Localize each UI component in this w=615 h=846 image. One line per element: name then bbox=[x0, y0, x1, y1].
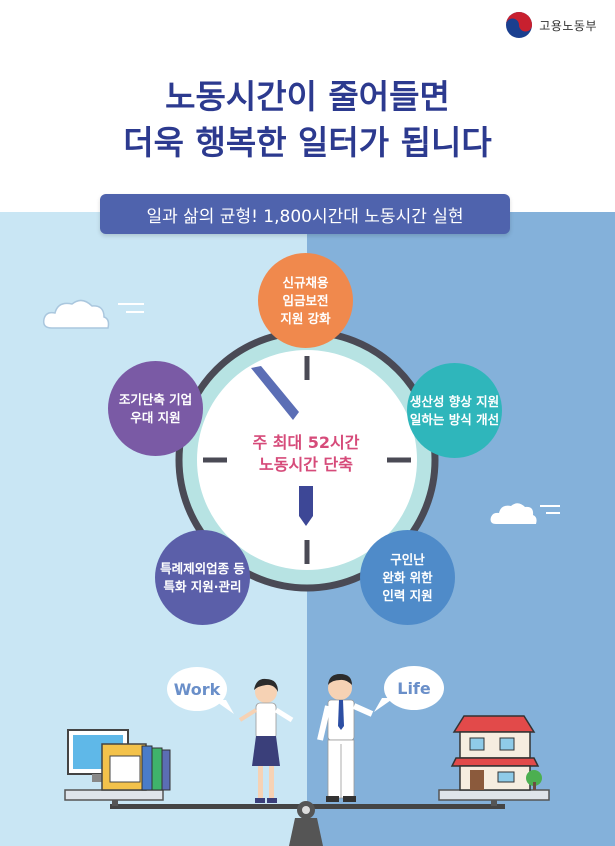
cloud-icon bbox=[490, 503, 560, 524]
headline-line-1: 노동시간이 줄어들면 bbox=[165, 77, 450, 116]
clock-center-message: 주 최대 52시간 노동시간 단축 bbox=[226, 432, 386, 476]
center-line-1: 주 최대 52시간 bbox=[252, 433, 360, 452]
bubble-text: 구인난 bbox=[390, 551, 425, 567]
life-speech-bubble: Life bbox=[384, 666, 444, 710]
woman-icon bbox=[238, 678, 294, 803]
speech-tail-icon bbox=[374, 698, 394, 712]
cloud-icon bbox=[42, 299, 144, 329]
office-icon bbox=[67, 729, 171, 791]
taegeuk-logo-icon bbox=[506, 12, 533, 38]
seesaw-icon bbox=[64, 789, 550, 846]
bubble-text: 임금보전 bbox=[282, 292, 329, 308]
bubble-text: 지원 강화 bbox=[280, 310, 331, 326]
bubble-text: 일하는 방식 개선 bbox=[409, 411, 500, 427]
bubble-text: 특례제외업종 등 bbox=[160, 560, 245, 576]
bubble-text: 우대 지원 bbox=[130, 409, 181, 425]
ministry-logo: 고용노동부 bbox=[505, 10, 597, 40]
bubble-text: 특화 지원·관리 bbox=[163, 578, 242, 594]
speech-tail-icon bbox=[214, 700, 234, 714]
house-icon bbox=[450, 715, 542, 791]
center-line-2: 노동시간 단축 bbox=[259, 455, 353, 474]
clock-icon bbox=[175, 328, 439, 592]
ministry-name: 고용노동부 bbox=[539, 18, 597, 33]
man-icon bbox=[317, 674, 374, 802]
bubble-text: 신규채용 bbox=[282, 274, 329, 290]
subtitle-banner: 일과 삶의 균형! 1,800시간대 노동시간 실현 bbox=[100, 194, 510, 234]
work-speech-bubble: Work bbox=[167, 667, 227, 711]
bubble-text: 생산성 향상 지원 bbox=[409, 393, 500, 409]
bubble-text: 인력 지원 bbox=[382, 587, 433, 603]
bubble-text: 완화 위한 bbox=[382, 569, 433, 585]
headline-line-2: 더욱 행복한 일터가 됩니다 bbox=[123, 123, 492, 162]
bubble-text: 조기단축 기업 bbox=[118, 391, 193, 407]
work-label: Work bbox=[173, 679, 221, 699]
life-label: Life bbox=[397, 678, 431, 698]
